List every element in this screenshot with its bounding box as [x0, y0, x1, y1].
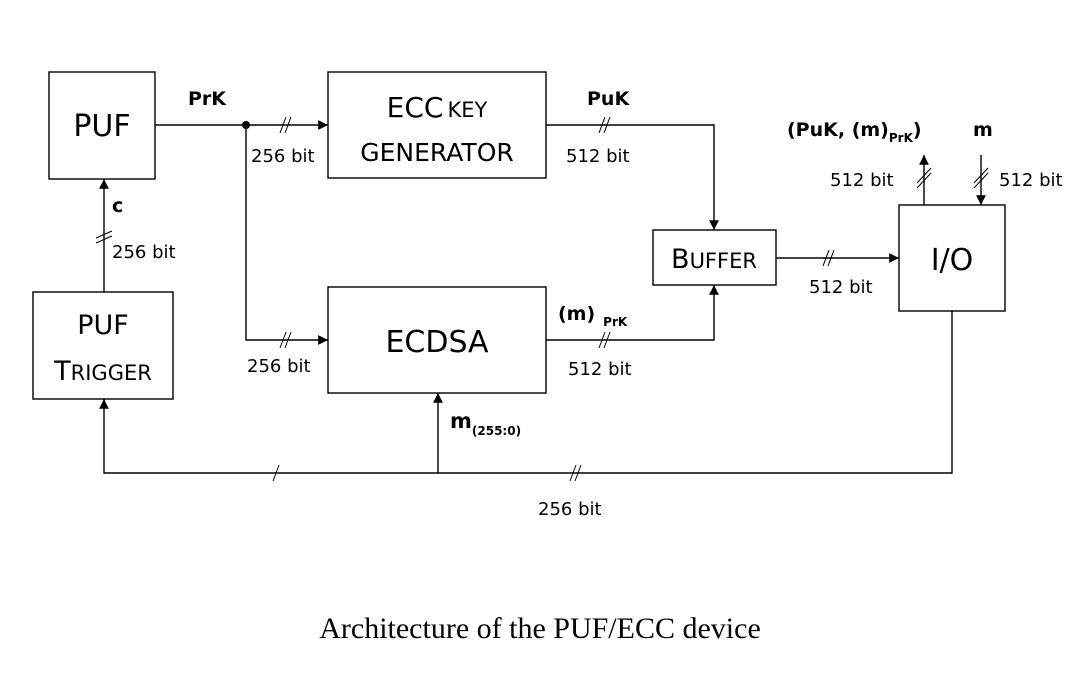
- width-ecc-to-buffer: 512 bit: [566, 146, 630, 167]
- width-io-in: 512 bit: [999, 170, 1063, 191]
- signal-m-signed: (m)PrK: [558, 303, 628, 329]
- signal-c: c: [112, 195, 123, 217]
- figure-caption: Architecture of the PUF/ECC device: [319, 612, 761, 645]
- ecc-label-line1: ECC KEY: [387, 91, 488, 124]
- wire-bus-to-trigger: [99, 311, 953, 474]
- io-block: I/O: [898, 204, 1006, 312]
- bus-width-slashes: [95, 116, 989, 482]
- buffer-label: BUFFER: [671, 244, 757, 275]
- width-io-out: 512 bit: [830, 170, 894, 191]
- ecdsa-block: ECDSA: [327, 286, 547, 394]
- signal-puk: PuK: [587, 88, 630, 110]
- width-puf-to-ecc: 256 bit: [251, 146, 315, 167]
- width-ecdsa-to-buffer: 512 bit: [568, 359, 632, 380]
- puf-trigger-block: PUF TRIGGER: [32, 291, 174, 400]
- ecdsa-label: ECDSA: [385, 325, 489, 360]
- ecc-label-line2: GENERATOR: [360, 138, 514, 167]
- width-prk-to-ecdsa: 256 bit: [247, 356, 311, 377]
- wire-ecc-to-buffer: [546, 124, 719, 230]
- width-bus: 256 bit: [538, 499, 602, 520]
- signal-m-range: m(255:0): [450, 409, 521, 438]
- puf-label: PUF: [73, 109, 130, 144]
- puf-block: PUF: [48, 71, 156, 180]
- buffer-block: BUFFER: [652, 229, 777, 286]
- trigger-label-line1: PUF: [77, 310, 129, 341]
- width-trigger-to-puf: 256 bit: [112, 242, 176, 263]
- width-buffer-to-io: 512 bit: [809, 277, 873, 298]
- io-label: I/O: [931, 243, 974, 278]
- signal-io-out: (PuK, (m)PrK): [787, 119, 922, 145]
- ecc-key-generator-block: ECC KEY GENERATOR: [327, 71, 547, 179]
- trigger-label-line2: TRIGGER: [53, 356, 152, 387]
- signal-prk: PrK: [188, 88, 227, 110]
- signal-io-in: m: [973, 119, 993, 141]
- wire-prk-to-ecdsa: [245, 125, 328, 345]
